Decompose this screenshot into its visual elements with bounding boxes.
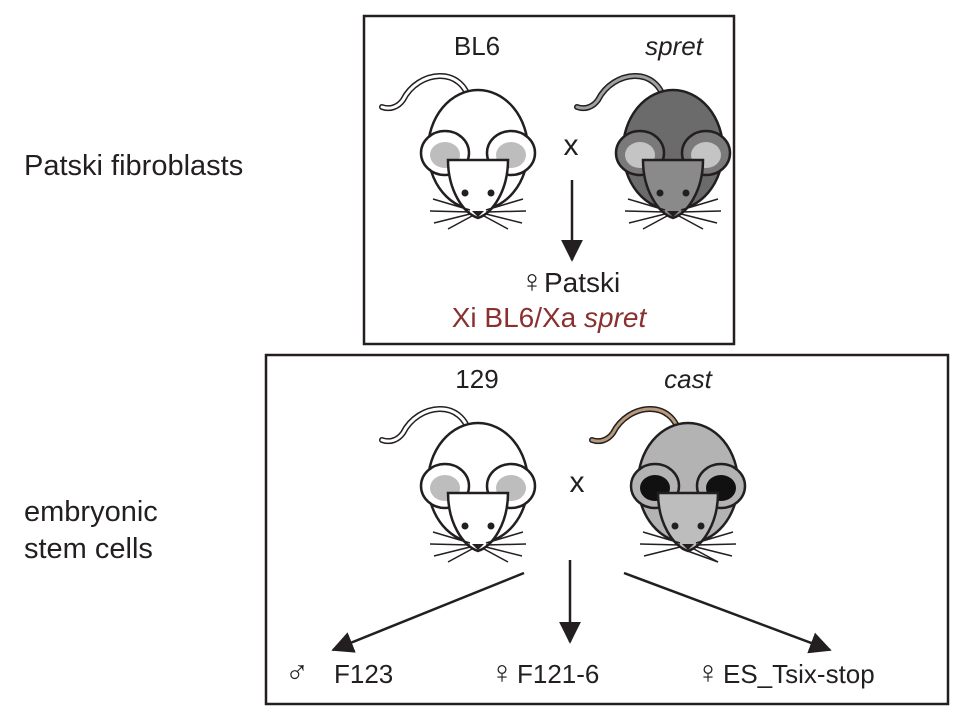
parent-label-spret: spret	[645, 31, 705, 61]
arrow-to-f123	[331, 571, 525, 653]
mouse-129-icon	[379, 406, 537, 563]
spret-mouse-icon	[574, 73, 732, 230]
cast-mouse-icon	[589, 406, 747, 563]
parent-label-129: 129	[455, 364, 498, 394]
offspring-label-f121-6: F121-6	[517, 659, 599, 689]
es-cells-label-line2: stem cells	[24, 533, 153, 565]
parent-label-bl6: BL6	[454, 31, 500, 61]
arrow-to-es-tsix-stop	[623, 571, 832, 654]
parent-label-cast: cast	[664, 364, 713, 394]
genotype-label: Xi BL6/Xa spret	[452, 302, 648, 333]
offspring-label-patski: Patski	[544, 267, 620, 298]
offspring-label-es-tsix-stop: ES_Tsix-stop	[723, 659, 875, 689]
cross-symbol-bottom: x	[570, 466, 585, 499]
female-symbol-es-tsix-stop: ♀	[696, 654, 720, 690]
bl6-mouse-icon	[379, 73, 537, 230]
male-symbol-f123: ♂	[285, 654, 309, 690]
patski-cross-box	[362, 14, 736, 346]
female-symbol-patski: ♀	[520, 263, 544, 299]
es-cross-box	[264, 353, 950, 706]
offspring-label-f123: F123	[334, 659, 393, 689]
patski-fibroblasts-label: Patski fibroblasts	[24, 150, 243, 182]
es-cells-label-line1: embryonic	[24, 496, 158, 528]
cross-symbol-top: x	[564, 129, 579, 162]
female-symbol-f121-6: ♀	[490, 654, 514, 690]
